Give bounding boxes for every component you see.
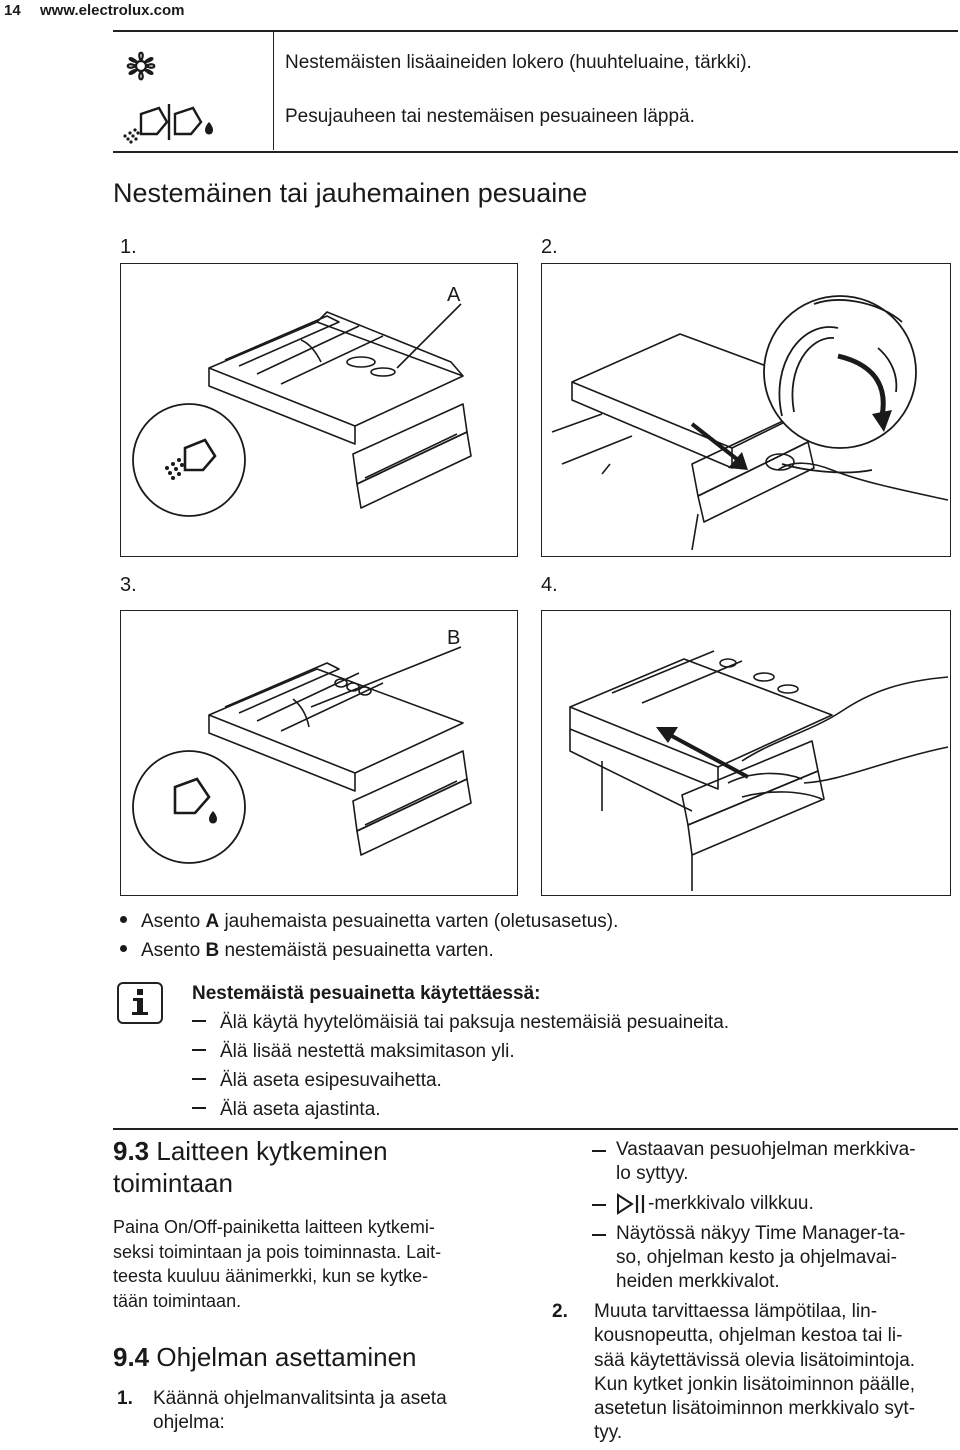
- info-icon: [117, 982, 163, 1024]
- step-4-label: 4.: [541, 574, 558, 596]
- step-1-label: 1.: [120, 236, 137, 258]
- figure-3-drawer-position-b: B: [120, 610, 518, 896]
- bullet-icon: [120, 945, 127, 953]
- section-9-3-heading: 9.3 Laitteen kytkeminen: [113, 1136, 388, 1166]
- info-item: Älä aseta esipesuvaihetta.: [192, 1070, 442, 1092]
- start-pause-icon: [616, 1193, 646, 1215]
- section-rule: [113, 1128, 958, 1130]
- table-top-rule: [113, 30, 958, 32]
- website-link[interactable]: www.electrolux.com: [40, 2, 185, 19]
- figure-2-open-flap: [541, 263, 951, 557]
- info-item: Älä lisää nestettä maksimitason yli.: [192, 1041, 515, 1063]
- table-divider: [273, 32, 274, 150]
- symbol-row-2-text: Pesujauheen tai nestemäisen pesuaineen l…: [285, 106, 695, 127]
- step-2-label: 2.: [541, 236, 558, 258]
- symbol-row-1-text: Nestemäisten lisäaineiden lokero (huuhte…: [285, 52, 752, 73]
- section-9-3-paragraph: Paina On/Off-painiketta laitteen kytkemi…: [113, 1217, 442, 1311]
- info-title: Nestemäistä pesuainetta käytettäessä:: [192, 983, 541, 1004]
- flower-icon: [121, 46, 161, 86]
- figure-4-close-drawer: [541, 610, 951, 896]
- bullet-position-b: Asento B nestemäistä pesuainetta varten.: [120, 940, 494, 962]
- section-title: Nestemäinen tai jauhemainen pesuaine: [113, 178, 588, 208]
- info-item: Älä käytä hyytelömäisiä tai paksuja nest…: [192, 1012, 729, 1034]
- bullet-icon: [120, 916, 127, 924]
- info-item: Älä aseta ajastinta.: [192, 1099, 381, 1121]
- bullet-position-a: Asento A jauhemaista pesuainetta varten …: [120, 911, 618, 933]
- figure-3-callout-b: B: [447, 627, 461, 649]
- page-number: 14: [4, 2, 21, 19]
- step-3-label: 3.: [120, 574, 137, 596]
- figure-1-drawer-position-a: A: [120, 263, 518, 557]
- symbol-table: Nestemäisten lisäaineiden lokero (huuhte…: [113, 32, 958, 152]
- table-bottom-rule: [113, 151, 958, 153]
- section-9-4-heading: 9.4 Ohjelman asettaminen: [113, 1342, 417, 1372]
- section-9-3-heading-line2: toimintaan: [113, 1168, 233, 1198]
- detergent-flap-icon: [119, 100, 219, 144]
- figure-1-callout-a: A: [447, 284, 461, 306]
